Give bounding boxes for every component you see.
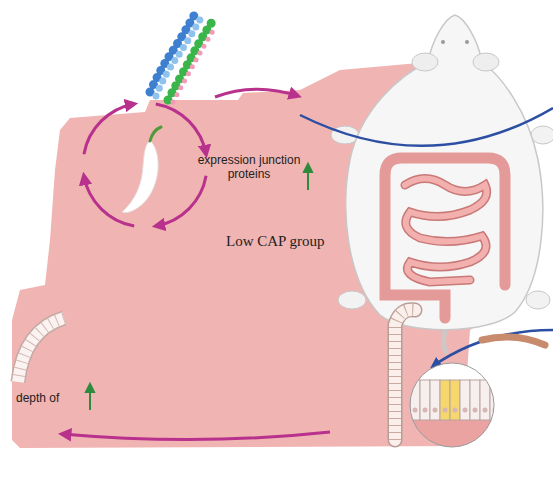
epithelium-cells [18, 318, 64, 382]
annotation-label: Low CAP group [226, 232, 325, 250]
mouse-ear [473, 53, 499, 71]
epithelial-cell [450, 380, 460, 420]
zoom-circle [405, 363, 500, 455]
cell-nucleus [433, 408, 438, 413]
epithelium [18, 318, 64, 382]
section-arrow [433, 330, 553, 366]
mouse-eye [441, 40, 445, 44]
cycle-arrows [62, 89, 330, 439]
villus-outline [395, 310, 415, 440]
increase-arrow [86, 164, 312, 410]
epithelial-cell [460, 380, 470, 420]
cell-nucleus [463, 408, 468, 413]
mouse-leg [526, 291, 550, 309]
arrow-head [86, 384, 94, 392]
annotation-label: depth of [16, 391, 59, 405]
protein-structure [150, 12, 216, 102]
cycle-arc [84, 104, 134, 154]
mouse-leg [531, 126, 553, 144]
villus-cells [395, 310, 415, 440]
epithelial-cell [440, 380, 450, 420]
cycle-arc [156, 104, 206, 154]
annotation-label: expression junction proteins [195, 153, 303, 182]
cell-nucleus [423, 408, 428, 413]
cycle-arc [84, 176, 134, 226]
helix-strand [168, 22, 212, 100]
flow-arrow [215, 89, 298, 97]
epithelial-cell [470, 380, 480, 420]
mouse-tail [444, 330, 446, 352]
epithelium-outline [18, 318, 64, 382]
mouse-ear [412, 53, 438, 71]
epithelial-cell [420, 380, 430, 420]
helix-strand [173, 26, 216, 102]
cell-layer [405, 380, 500, 455]
helix-strand [150, 12, 196, 92]
cell-nucleus [473, 408, 478, 413]
chili-stem [150, 127, 161, 141]
section-line [300, 108, 553, 146]
cell-nucleus [413, 408, 418, 413]
epithelial-cell [480, 380, 490, 420]
flow-arrow [62, 432, 330, 440]
colon [385, 158, 505, 318]
mouse-eye [465, 40, 469, 44]
zoom-border [410, 363, 494, 447]
arrow-head [304, 164, 312, 172]
cell-nucleus [453, 408, 458, 413]
epithelial-cell [430, 380, 440, 420]
chili-pepper [122, 140, 158, 213]
cycle-arc [156, 176, 206, 226]
mouse-leg [338, 291, 366, 309]
mouse-body [346, 15, 543, 330]
mouse [331, 15, 553, 352]
cell-nucleus [443, 408, 448, 413]
cell-nucleus [483, 408, 488, 413]
tissue-tube [482, 337, 545, 345]
small-intestine [405, 179, 487, 283]
tissue-band [405, 420, 500, 455]
small-intestine [405, 179, 487, 283]
villus-fill [395, 310, 415, 440]
epithelial-cell [490, 380, 500, 420]
epithelium-fill [18, 318, 64, 382]
